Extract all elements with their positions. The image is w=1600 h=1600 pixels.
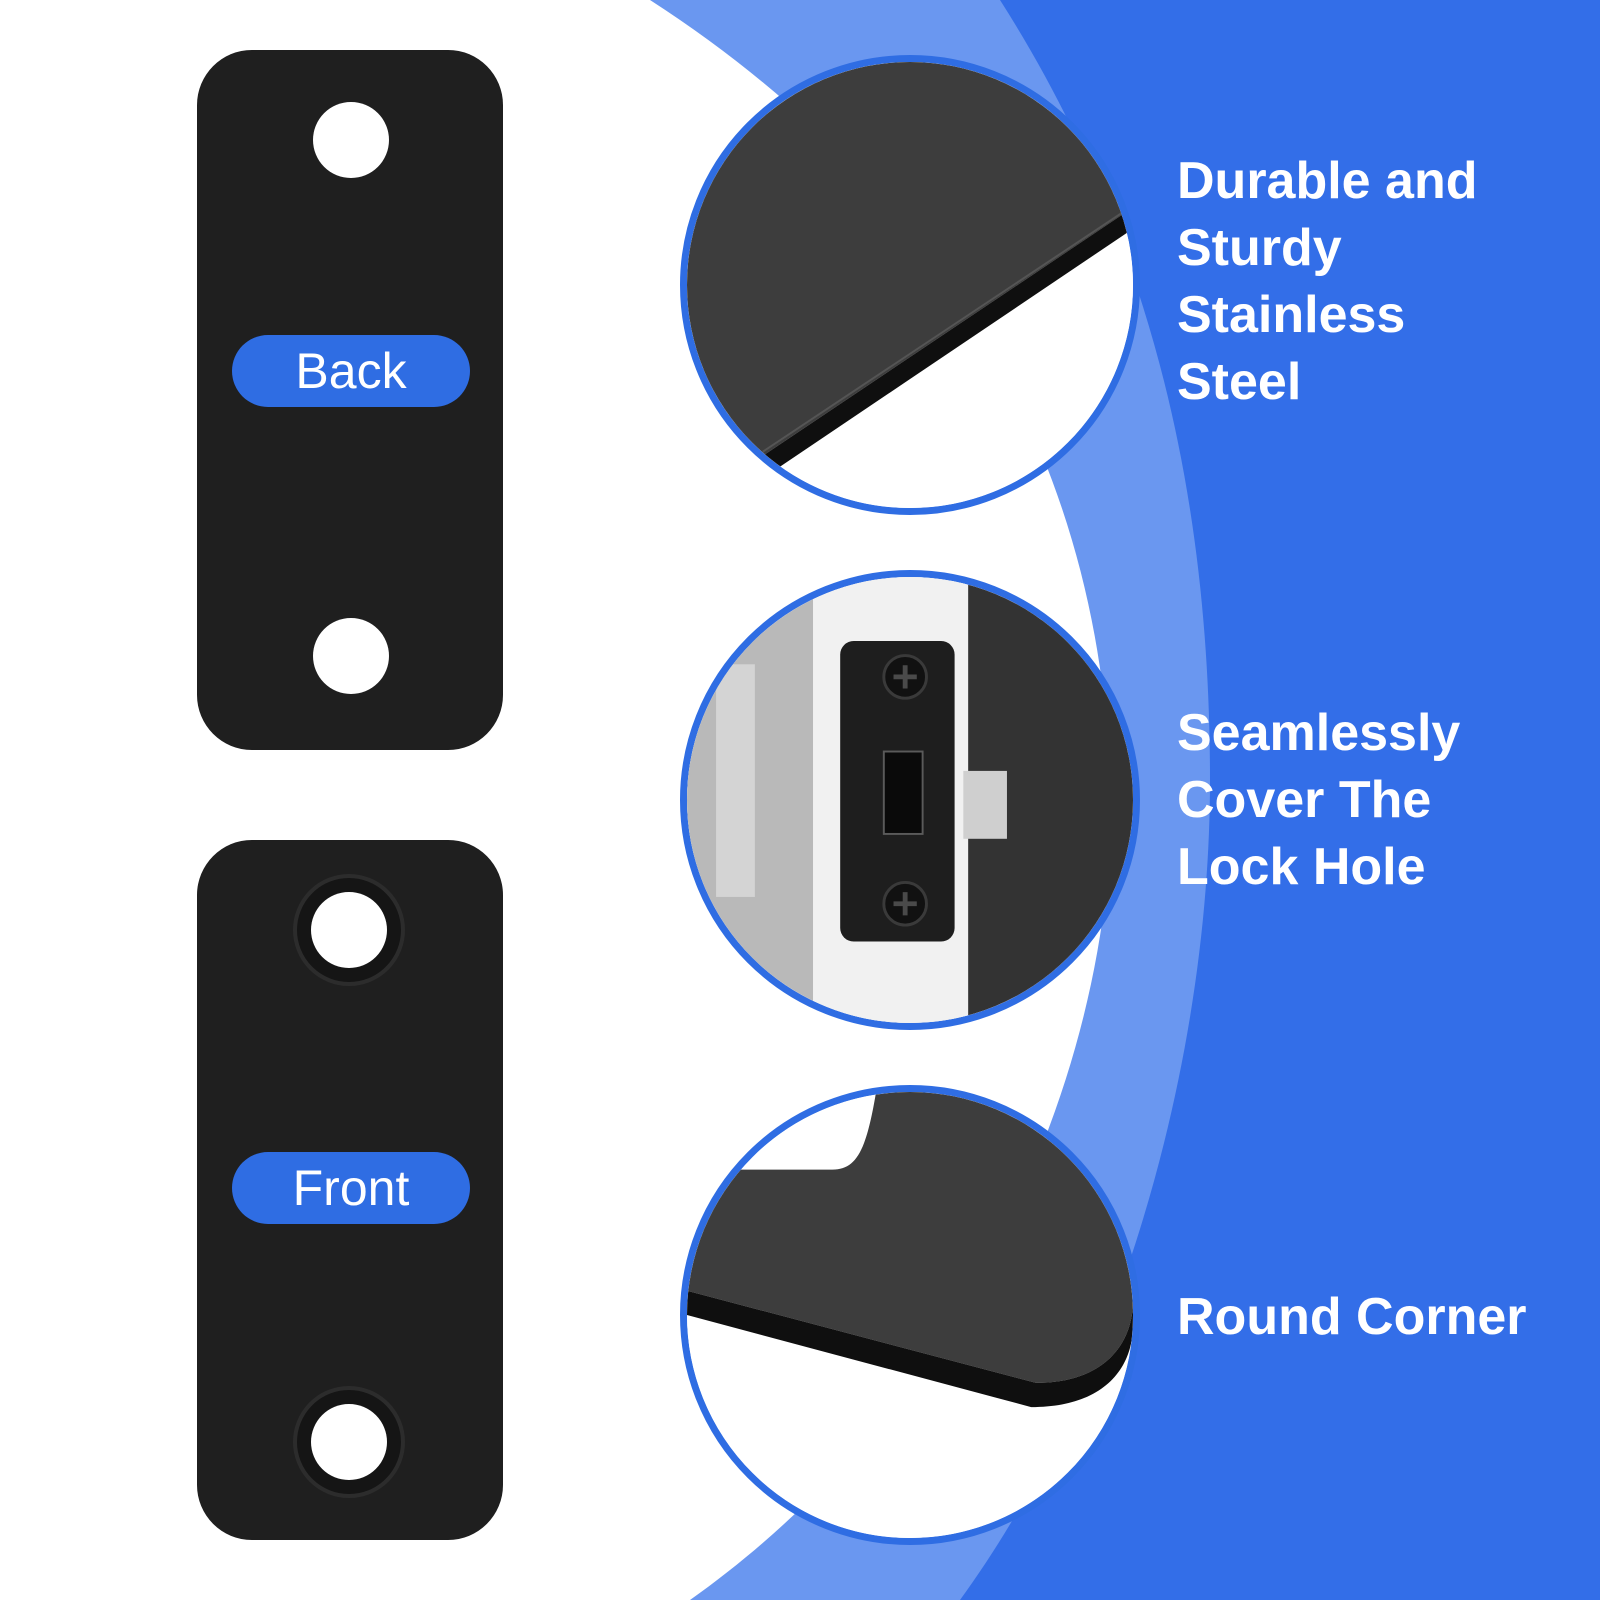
steel-edge-image (687, 62, 1133, 508)
feature-round-corner: Round Corner (1177, 1288, 1527, 1346)
steel-edge-closeup (680, 55, 1140, 515)
back-plate-bottom-hole (313, 618, 389, 694)
dark-blue-band (960, 0, 1600, 1600)
front-plate-bottom-hole (311, 1404, 387, 1480)
front-label: Front (232, 1152, 470, 1224)
round-corner-closeup (680, 1085, 1140, 1545)
feature-durable: Durable and Sturdy Stainless Steel (1177, 152, 1478, 411)
round-corner-image (687, 1092, 1133, 1538)
lock-hole-closeup (680, 570, 1140, 1030)
feature-seamless: Seamlessly Cover The Lock Hole (1177, 704, 1461, 896)
lock-hole-image (687, 577, 1133, 1023)
back-plate-top-hole (313, 102, 389, 178)
back-label: Back (232, 335, 470, 407)
front-plate-top-hole (311, 892, 387, 968)
